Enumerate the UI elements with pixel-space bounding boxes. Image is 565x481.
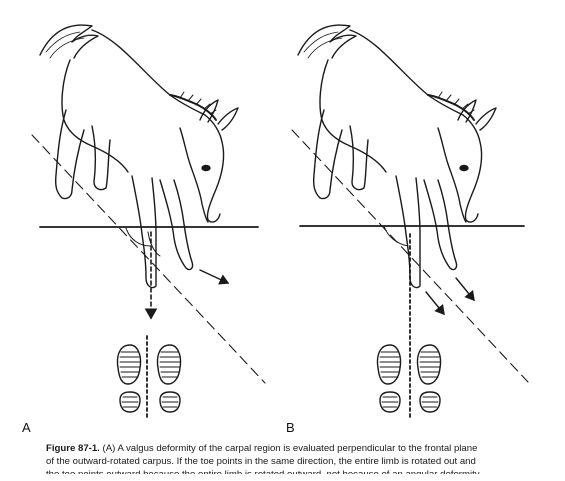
caption-line-2: of the outward-rotated carpus. If the to… [46,456,476,467]
footprints-b [376,344,442,413]
figure-svg [31,24,529,419]
caption-line-1-text: (A) A valgus deformity of the carpal reg… [99,443,478,454]
panel-label-a: A [22,420,31,435]
tail-a [39,24,99,59]
panel-b-drawing [291,24,529,419]
diagonal-dashed-line-b [291,129,529,383]
figure-caption: Figure 87-1. (A) A valgus deformity of t… [46,442,546,474]
diagonal-arrow-b-lower [425,291,445,316]
caption-figure-label: Figure 87-1. [46,443,100,454]
diagonal-arrow-a [199,269,230,285]
diagonal-arrow-b-upper [455,277,475,302]
figure-illustration [31,24,529,419]
diagonal-dashed-line-a [31,134,266,384]
footprints-a [116,344,182,413]
tail-b [297,24,357,59]
caption-line-3: the toe points outward because the entir… [46,468,546,474]
panel-label-b: B [286,420,295,435]
panel-a-drawing [31,24,266,419]
caption-line-1: Figure 87-1. (A) A valgus deformity of t… [46,442,546,455]
